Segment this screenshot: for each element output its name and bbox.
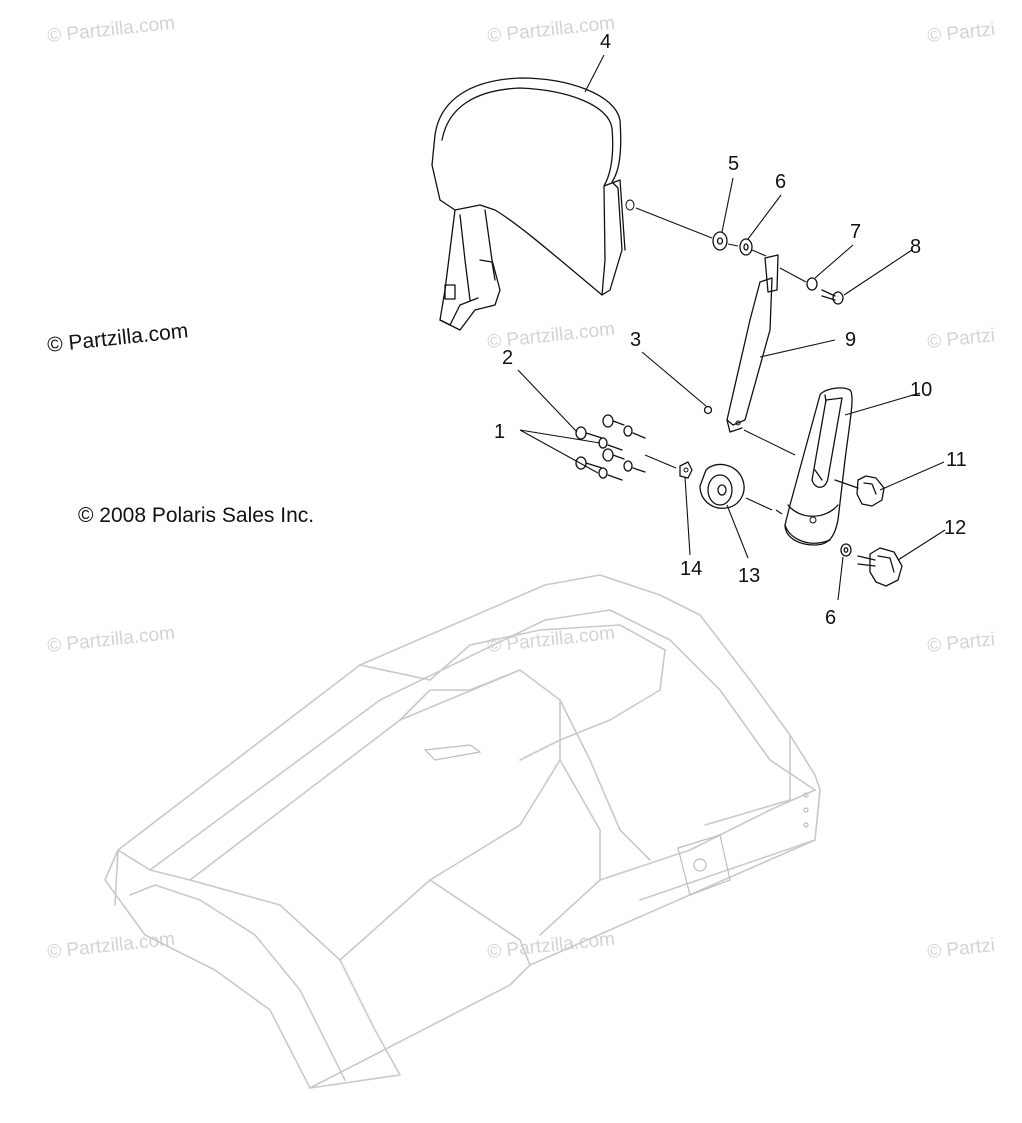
nut-part-14	[679, 461, 693, 479]
spacer-part-13	[699, 463, 745, 509]
watermark: © Partzi	[926, 325, 996, 353]
washer-part-6-upper	[739, 238, 753, 256]
callout-7: 7	[850, 221, 861, 243]
watermark: © Partzilla.com	[486, 929, 616, 963]
watermark: © Partzilla.com	[46, 13, 176, 47]
washer-part-7	[806, 277, 818, 291]
knob-part-11	[834, 475, 885, 507]
callout-2: 2	[502, 347, 513, 369]
watermark: © Partzi	[926, 19, 996, 47]
washer-part-5	[712, 231, 728, 251]
callout-leaders	[517, 54, 946, 601]
callout-5: 5	[728, 153, 739, 175]
callout-9: 9	[845, 329, 856, 351]
watermark: © Partzilla.com	[486, 13, 616, 47]
seat-illustration	[104, 574, 821, 1089]
callout-6-lower: 6	[825, 607, 836, 629]
adjuster-bracket-part-10	[784, 387, 853, 546]
watermark: © Partzilla.com	[46, 623, 176, 657]
callout-14: 14	[680, 558, 702, 580]
backrest-pad	[431, 77, 635, 331]
watermark: © Partzi	[926, 629, 996, 657]
washer-part-6-lower	[840, 543, 852, 557]
callout-8: 8	[910, 236, 921, 258]
bolt-part-8	[821, 289, 844, 305]
callout-6-upper: 6	[775, 171, 786, 193]
partzilla-copyright: © Partzilla.com	[46, 319, 189, 357]
screw-cluster-parts-1-2	[575, 414, 646, 481]
watermark: © Partzilla.com	[46, 929, 176, 963]
callout-10: 10	[910, 379, 932, 401]
polaris-copyright: © 2008 Polaris Sales Inc.	[78, 504, 314, 527]
watermark-layer: © Partzilla.com © Partzilla.com © Partzi…	[46, 13, 996, 963]
callout-12: 12	[944, 517, 966, 539]
nut-part-3	[703, 405, 713, 415]
callout-4: 4	[600, 31, 611, 53]
callout-3: 3	[630, 329, 641, 351]
callout-11: 11	[946, 449, 967, 471]
assembly-lines	[635, 207, 807, 515]
callout-1: 1	[494, 421, 505, 443]
knob-part-12	[857, 547, 903, 587]
support-arm-part-9	[726, 254, 779, 433]
callout-labels: 1 2 3 4 5 6 7 8 9 10 11 12 13 14 6	[494, 31, 967, 629]
callout-13: 13	[738, 565, 760, 587]
watermark: © Partzi	[926, 935, 996, 963]
